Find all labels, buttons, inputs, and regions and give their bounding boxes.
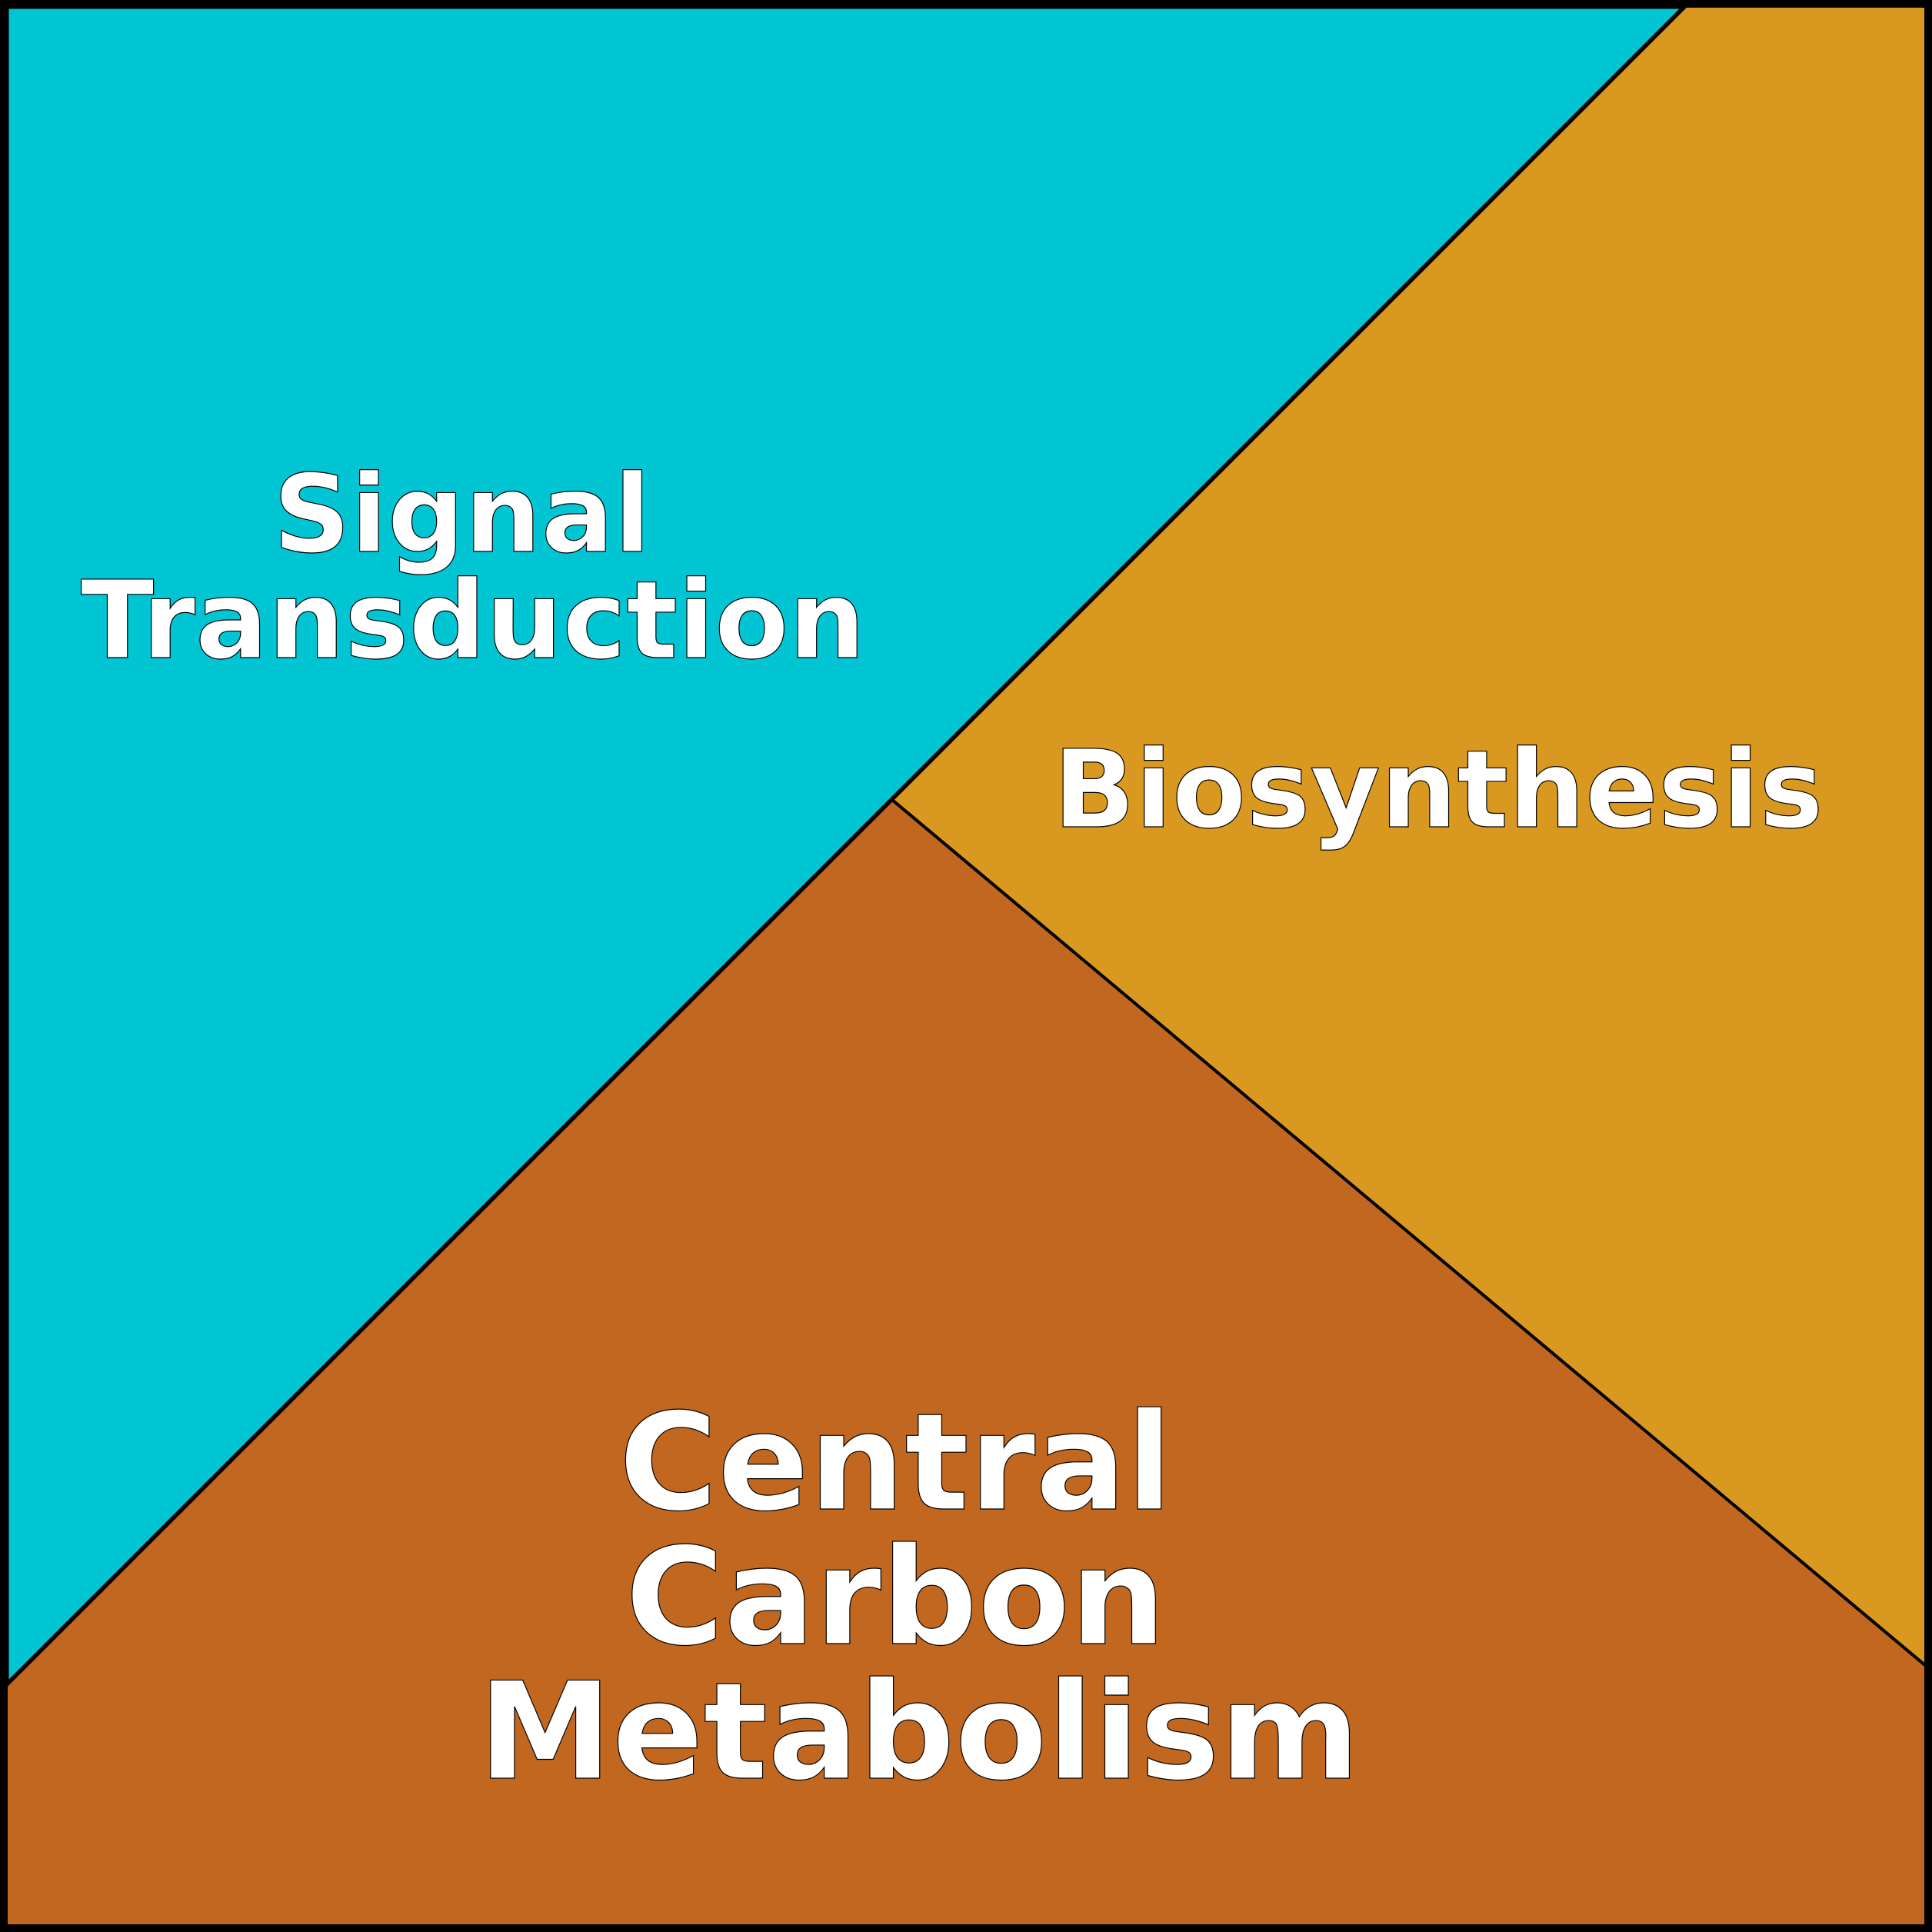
label-biosynthesis: Biosynthesis [1053,728,1823,853]
label-signal-transduction-line-2: Transduction [81,558,865,684]
label-central-carbon-metabolism-line-2: Carbon [625,1520,1166,1676]
label-signal-transduction: Signal Transduction [81,452,865,684]
label-central-carbon-metabolism: Central Carbon Metabolism [478,1385,1361,1810]
label-biosynthesis-line-1: Biosynthesis [1053,728,1823,853]
label-central-carbon-metabolism-line-1: Central [619,1385,1173,1541]
label-central-carbon-metabolism-line-3: Metabolism [478,1654,1361,1810]
label-signal-transduction-line-1: Signal [273,452,651,578]
